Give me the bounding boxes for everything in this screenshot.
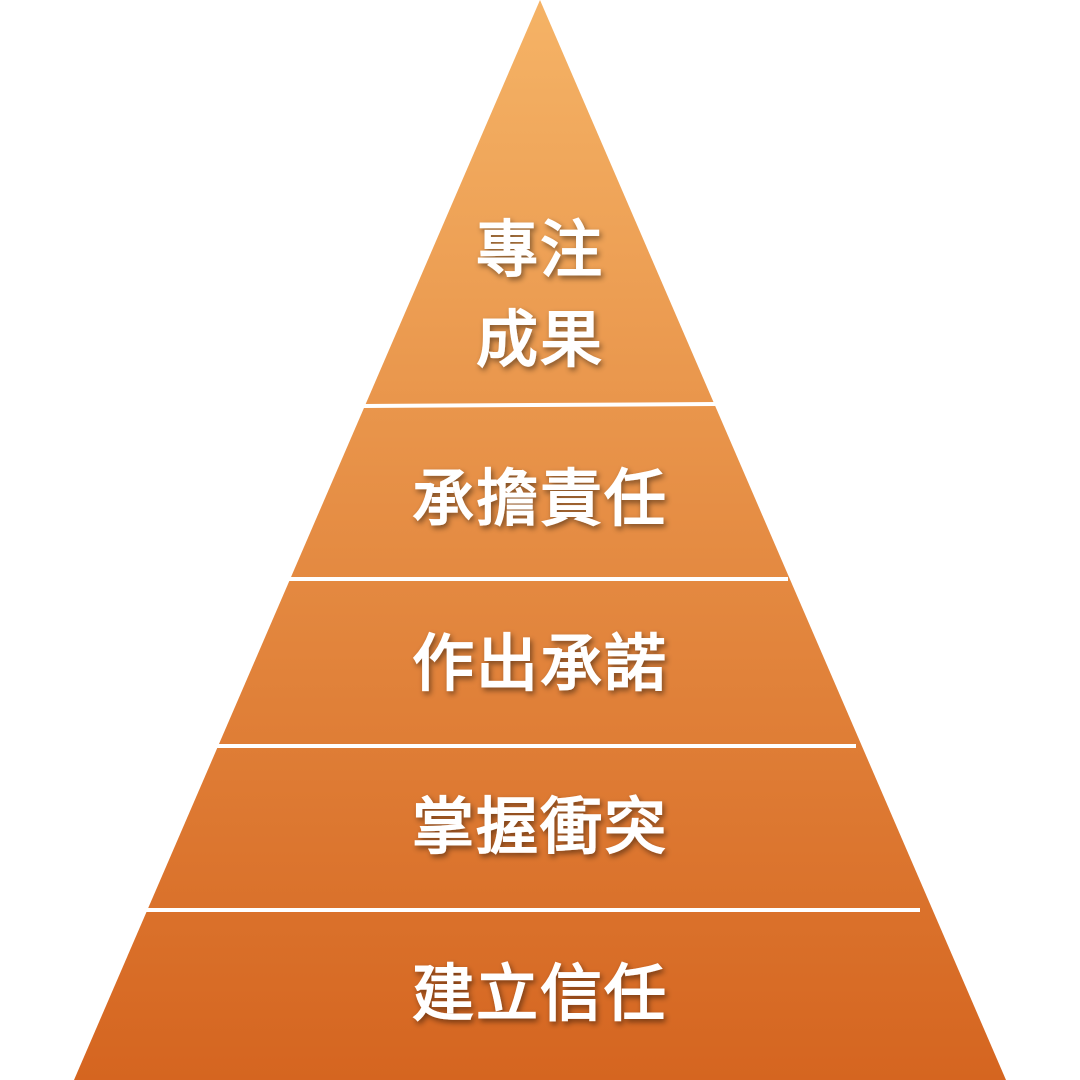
tier-1-focus-results: 專注 成果 bbox=[476, 213, 604, 376]
tier-4-conflict: 掌握衝突 bbox=[412, 790, 668, 863]
tier-1-label-line-1: 專注 bbox=[476, 213, 604, 286]
tier-2-accountability: 承擔責任 bbox=[412, 462, 668, 535]
tier-dividers bbox=[145, 402, 920, 912]
tier-5-trust: 建立信任 bbox=[412, 957, 668, 1030]
tier-3-commitment: 作出承諾 bbox=[412, 627, 668, 700]
tier-labels: 專注 成果 承擔責任 作出承諾 掌握衝突 建立信任 bbox=[412, 213, 668, 1030]
pyramid-body bbox=[74, 0, 1006, 1080]
tier-1-label-line-2: 成果 bbox=[476, 303, 604, 376]
tier-divider bbox=[363, 402, 717, 408]
